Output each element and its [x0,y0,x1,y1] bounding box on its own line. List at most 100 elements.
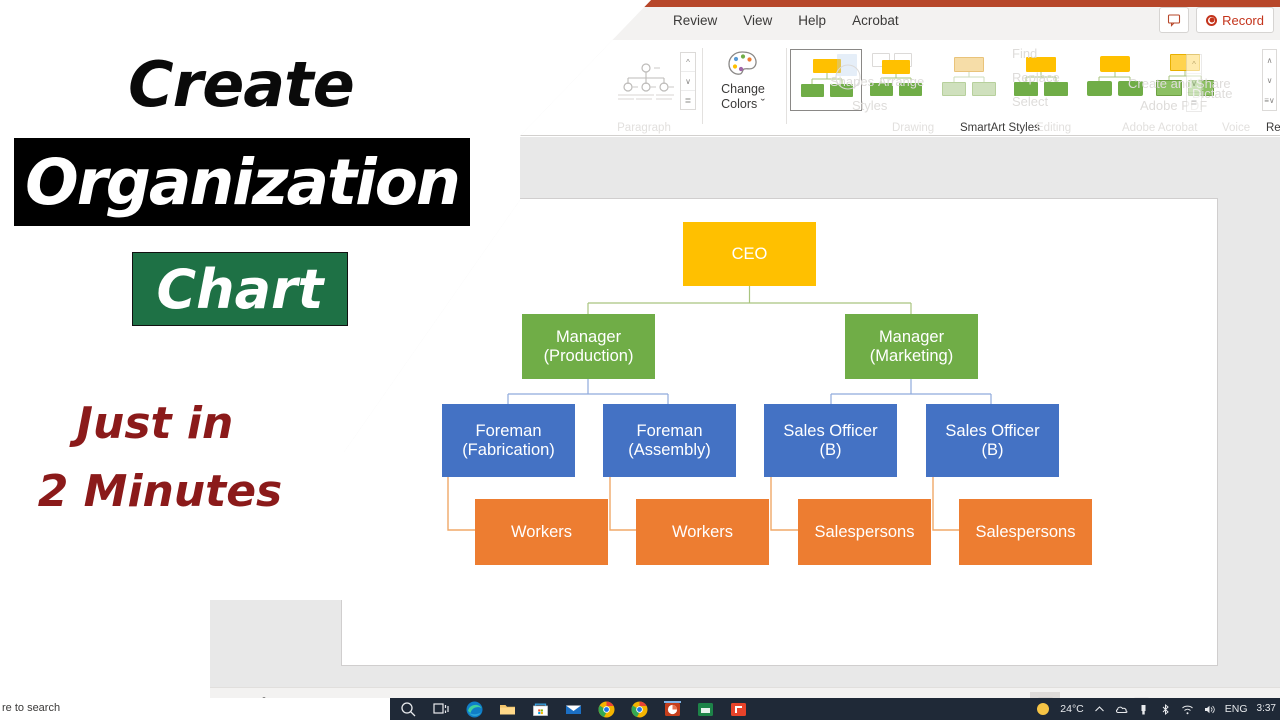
system-tray: 24°C ENG 3:37 [1035,698,1276,720]
org-node-ceo[interactable]: CEO [683,222,816,286]
smartart-style-inset[interactable] [862,49,934,111]
slide-canvas[interactable]: CEO Manager (Production) Manager (Market… [342,199,1217,665]
clock[interactable]: 3:37 [1257,704,1276,714]
acrobat-spinner-down-icon[interactable]: ∨ [1187,74,1201,93]
org-node-manager-production-line1: Manager [555,328,622,347]
acrobat-spinner-more-icon[interactable]: ≣ [1190,97,1198,107]
org-node-foreman-fabrication[interactable]: Foreman (Fabrication) [442,404,575,477]
org-node-foreman-assembly-line2: (Assembly) [628,440,711,459]
paragraph-spinner[interactable]: ^ ∨ ≣ [680,52,696,110]
org-node-salespersons-2[interactable]: Salespersons [959,499,1092,565]
chrome-icon-2[interactable] [631,701,648,718]
org-node-sales-officer-a[interactable]: Sales Officer (B) [764,404,897,477]
org-node-workers-1[interactable]: Workers [475,499,608,565]
ribbon-group-paragraph: ^ ∨ ≣ Paragraph [594,40,696,136]
gallery-scroll-up-icon[interactable]: ∧ [1266,55,1273,65]
sun-icon[interactable] [1035,701,1051,717]
spinner-more-icon[interactable]: ≣ [684,95,692,105]
search-placeholder: re to search [2,702,61,714]
ribbon-group-change-colors: Change Colors ˇ [704,40,784,136]
chevron-down-icon[interactable]: ˇ [760,97,765,111]
org-node-foreman-assembly[interactable]: Foreman (Assembly) [603,404,736,477]
group-separator-2 [786,48,787,124]
record-label: Record [1222,12,1264,28]
org-node-foreman-fabrication-line1: Foreman [475,422,542,441]
pdf-icon[interactable] [730,701,747,718]
group-label-adobe-acrobat: Adobe Acrobat [1122,122,1198,134]
org-node-sales-officer-a-line2: (B) [819,440,842,459]
ghost-find-label: Find [1012,46,1038,61]
ghost-create-share-label: Create and Share [1128,76,1231,91]
titlebar-accent-bar [640,0,1280,7]
org-node-salespersons-1[interactable]: Salespersons [798,499,931,565]
org-node-salespersons-1-label: Salespersons [814,522,915,541]
title-chart-band [132,252,348,326]
edge-icon[interactable] [466,701,483,718]
group-label-smartart-styles: SmartArt Styles [960,122,1040,134]
title-just-in: Just in [76,398,234,449]
file-explorer-icon[interactable] [499,701,516,718]
microsoft-store-icon[interactable] [532,701,549,718]
gallery-more-icon[interactable]: ≡∨ [1264,95,1275,105]
org-node-sales-officer-b[interactable]: Sales Officer (B) [926,404,1059,477]
taskbar-search-area[interactable]: re to search [0,698,390,720]
tab-view[interactable]: View [743,13,773,28]
title-create: Create [128,48,355,121]
search-icon[interactable] [400,701,417,718]
group-separator-1 [702,48,703,124]
org-node-manager-marketing-line1: Manager [878,328,945,347]
change-colors-line2-text: Colors [721,97,758,111]
acrobat-spinner-up-icon[interactable]: ^ [1187,55,1201,74]
powerpoint-icon[interactable] [664,701,681,718]
ribbon-tabstrip: Review View Help Acrobat [660,8,912,34]
bluetooth-icon[interactable] [1159,703,1172,716]
chrome-icon[interactable] [598,701,615,718]
record-dot-icon [1206,14,1218,26]
record-button[interactable]: Record [1196,7,1274,33]
tab-help[interactable]: Help [798,13,827,28]
org-node-manager-marketing[interactable]: Manager (Marketing) [845,314,978,379]
group-label-editing: Editing [1036,122,1072,134]
org-node-manager-production[interactable]: Manager (Production) [522,314,655,379]
org-node-foreman-fabrication-line2: (Fabrication) [462,440,555,459]
comments-button[interactable] [1159,7,1190,33]
task-view-icon[interactable] [433,701,450,718]
gallery-scrollbar[interactable]: ∧ ∨ ≡∨ [1262,49,1277,111]
change-colors-line1: Change [721,82,765,96]
org-node-workers-1-label: Workers [510,522,573,541]
smartart-style-intense-effect[interactable] [1078,49,1150,111]
org-node-manager-production-line2: (Production) [543,346,634,365]
language-tray-label[interactable]: ENG [1224,703,1248,715]
smartart-style-simple-fill[interactable] [790,49,862,111]
org-node-workers-2[interactable]: Workers [636,499,769,565]
smartart-style-subtle-effect[interactable] [934,49,1006,111]
taskbar-icons [400,698,747,720]
smartart-style-moderate-effect[interactable] [1006,49,1078,111]
ghost-arrange-label: Arrange [878,74,925,89]
mail-icon[interactable] [565,701,582,718]
volume-icon[interactable] [1203,703,1216,716]
ghost-replace-label: Replace [1012,70,1060,85]
tab-acrobat[interactable]: Acrobat [852,13,899,28]
org-node-sales-officer-b-line1: Sales Officer [945,422,1040,441]
temperature-label[interactable]: 24°C [1060,703,1084,715]
network-icon[interactable] [1181,703,1194,716]
change-colors-button[interactable]: Change Colors ˇ [706,50,780,112]
ghost-shapes-label: Shapes [830,74,875,89]
onedrive-icon[interactable] [1115,703,1128,716]
usb-icon[interactable] [1137,703,1150,716]
palette-icon [726,50,760,80]
show-hidden-icons-chevron[interactable] [1093,703,1106,716]
group-label-reset: Res [1266,122,1280,134]
excel-icon[interactable] [697,701,714,718]
spinner-up-icon[interactable]: ^ [681,53,695,72]
org-layout-icon[interactable] [614,62,678,108]
org-node-foreman-assembly-line1: Foreman [636,422,703,441]
spinner-down-icon[interactable]: ∨ [681,72,695,91]
tab-review[interactable]: Review [673,13,718,28]
org-node-manager-marketing-line2: (Marketing) [869,346,954,365]
smartart-styles-gallery[interactable] [790,49,1254,111]
acrobat-spinner[interactable]: ^ ∨ ≣ [1186,54,1202,112]
gallery-scroll-down-icon[interactable]: ∨ [1266,75,1273,85]
